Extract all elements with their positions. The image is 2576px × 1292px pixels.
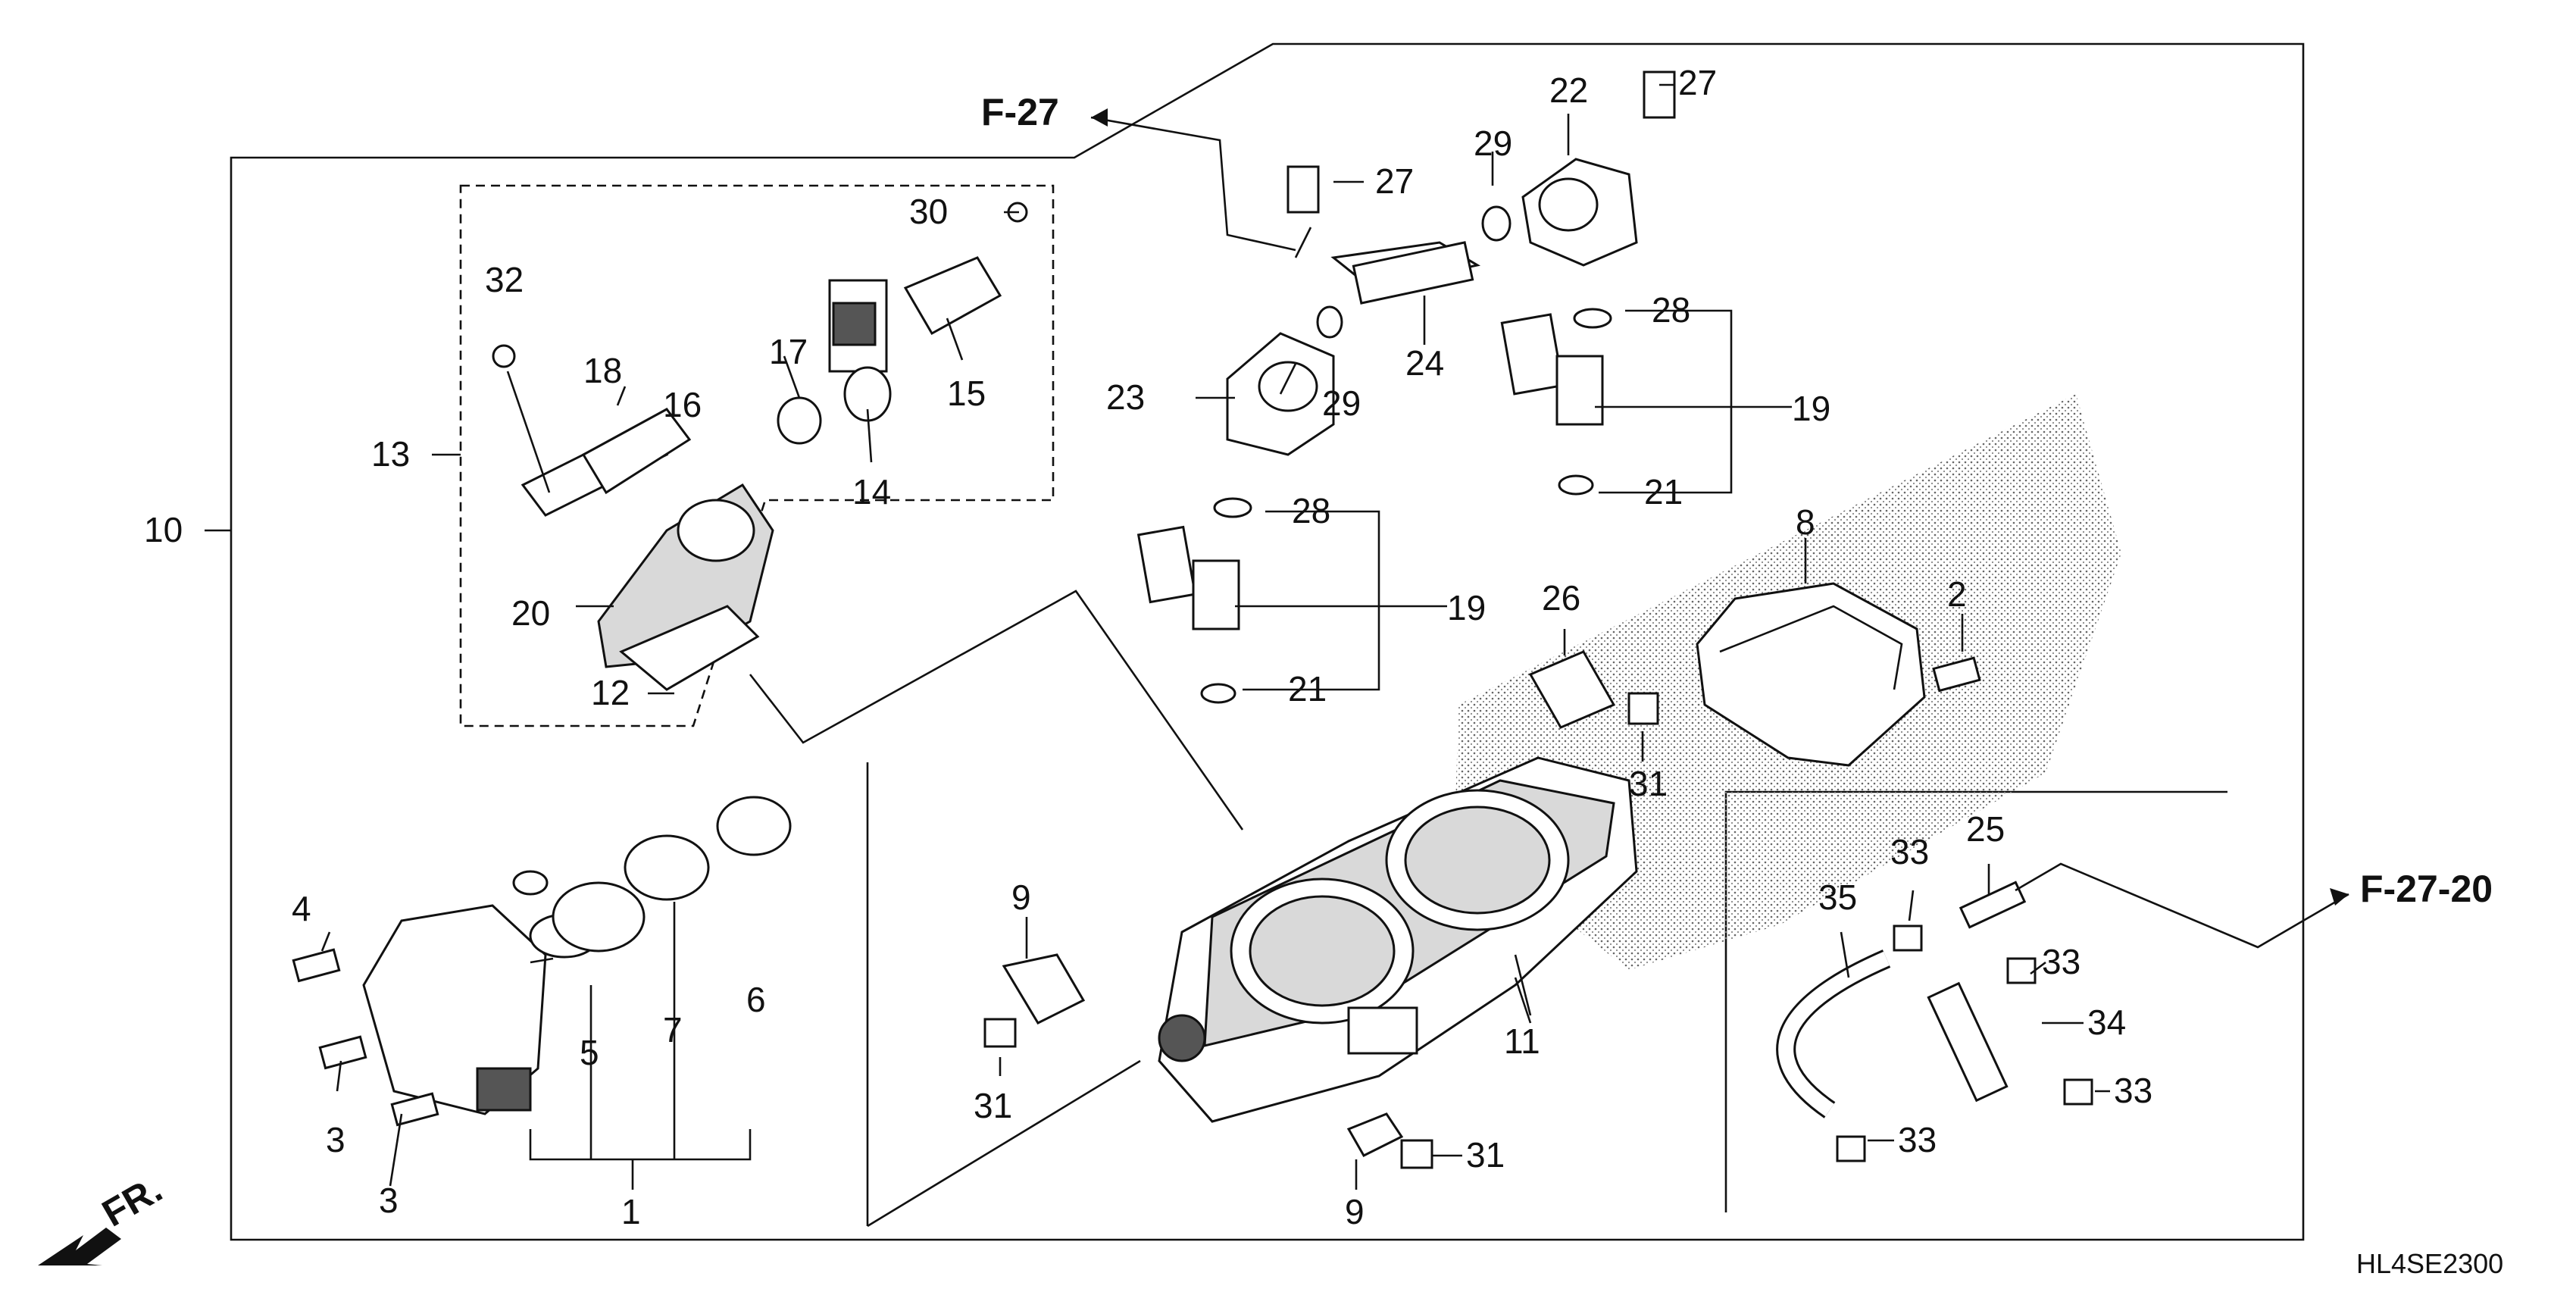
label-30: 30 — [909, 192, 948, 231]
label-31: 31 — [974, 1086, 1012, 1125]
label-31: 31 — [1466, 1135, 1505, 1175]
label-32: 32 — [485, 260, 524, 299]
injector-group — [1136, 70, 1676, 704]
label-14: 14 — [852, 472, 891, 511]
label-19: 19 — [1792, 389, 1830, 428]
label-33: 33 — [1890, 832, 1929, 871]
label-22: 22 — [1549, 70, 1588, 110]
label-29: 29 — [1474, 124, 1512, 163]
label-19: 19 — [1447, 588, 1486, 627]
label-33: 33 — [2042, 942, 2080, 981]
ref-arrow-f27 — [1091, 108, 1108, 127]
label-26: 26 — [1542, 578, 1580, 618]
label-11: 11 — [1504, 1021, 1540, 1061]
assembly-13-outline — [459, 184, 1055, 727]
small-parts — [983, 650, 1981, 1169]
label-33: 33 — [2114, 1071, 2152, 1110]
label-29: 29 — [1322, 383, 1361, 423]
label-3: 3 — [326, 1120, 345, 1159]
label-4: 4 — [292, 889, 311, 928]
label-31: 31 — [1629, 764, 1668, 803]
ref-arrow-f2720 — [2330, 888, 2349, 906]
label-12: 12 — [591, 673, 630, 712]
throttle-body — [1158, 756, 1638, 1123]
bolts-3-4 — [292, 948, 439, 1127]
label-2: 2 — [1947, 574, 1967, 614]
ref-label-f2720: F-27-20 — [2360, 868, 2493, 910]
label-21: 21 — [1644, 472, 1683, 511]
arrows — [38, 108, 2349, 1265]
label-27: 27 — [1375, 161, 1414, 201]
label-16: 16 — [663, 385, 702, 424]
label-13: 13 — [371, 434, 410, 474]
label-21: 21 — [1288, 669, 1327, 709]
label-15: 15 — [947, 374, 986, 413]
label-28: 28 — [1292, 491, 1330, 530]
diagram-code: HL4SE2300 — [2356, 1248, 2503, 1279]
label-24: 24 — [1405, 343, 1444, 383]
label-7: 7 — [663, 1010, 683, 1050]
label-8: 8 — [1796, 502, 1815, 542]
label-17: 17 — [769, 332, 808, 371]
label-3: 3 — [379, 1181, 399, 1220]
subgroup-13-parts — [492, 202, 1028, 691]
panel-throttle-body — [867, 1059, 1141, 1228]
front-label: FR. — [95, 1168, 170, 1235]
assembly-10-outline — [230, 42, 2305, 1241]
label-10: 10 — [144, 510, 183, 549]
label-33: 33 — [1898, 1120, 1937, 1159]
label-23: 23 — [1106, 377, 1145, 417]
label-35: 35 — [1818, 877, 1857, 917]
label-27: 27 — [1678, 63, 1717, 102]
label-9: 9 — [1345, 1192, 1365, 1231]
label-28: 28 — [1652, 290, 1690, 330]
label-5: 5 — [580, 1033, 599, 1072]
ref-label-f27: F-27 — [981, 91, 1059, 133]
label-20: 20 — [511, 593, 550, 633]
sensor-assembly-1 — [362, 796, 792, 1115]
group-outlines — [230, 42, 2305, 1241]
connector-zigzag — [749, 590, 1244, 831]
callout-labels: 1 2 3 3 4 5 6 7 8 9 9 10 11 12 13 14 15 … — [144, 63, 2152, 1231]
front-arrow-icon — [38, 1228, 121, 1265]
label-25: 25 — [1966, 809, 2005, 849]
label-18: 18 — [583, 351, 622, 390]
label-1: 1 — [621, 1192, 641, 1231]
hose-group — [1776, 881, 2093, 1162]
leader-lines — [205, 83, 2349, 1190]
label-34: 34 — [2087, 1003, 2126, 1042]
label-6: 6 — [746, 980, 766, 1019]
label-9: 9 — [1011, 877, 1031, 917]
cover-8 — [1696, 582, 1926, 767]
